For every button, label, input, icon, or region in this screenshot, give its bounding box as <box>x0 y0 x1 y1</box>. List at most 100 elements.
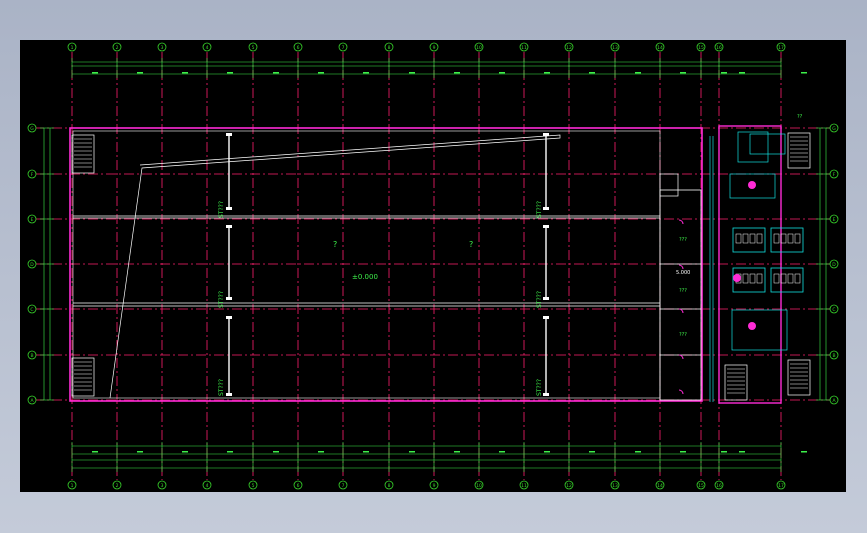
dimension-text-mark <box>635 451 641 453</box>
toilet-stall <box>742 273 749 284</box>
toilet-stall <box>773 273 780 284</box>
dimension-text-mark <box>499 451 505 453</box>
grid-bubble <box>474 480 484 490</box>
grid-bubble <box>610 42 620 52</box>
toilet-stall <box>787 273 794 284</box>
service-room <box>749 133 786 155</box>
grid-bubble <box>714 42 724 52</box>
stair <box>787 132 811 169</box>
grid-bubble-label: G <box>30 126 34 132</box>
column-cap <box>226 225 232 228</box>
fixture-dot <box>748 322 756 330</box>
stair <box>724 364 748 401</box>
dimension-text-mark <box>92 72 98 74</box>
grid-bubble <box>696 480 706 490</box>
grid-bubble <box>338 42 348 52</box>
grid-bubble-label: 9 <box>433 45 436 51</box>
toilet-stall <box>756 233 763 244</box>
door-swing <box>678 264 684 270</box>
grid-bubble-label: 14 <box>657 483 663 489</box>
grid-bubble <box>112 42 122 52</box>
grid-bubble-label: 9 <box>433 483 436 489</box>
dimension-text-mark <box>409 72 415 74</box>
toilet-block <box>770 227 804 253</box>
grid-bubble <box>564 42 574 52</box>
grid-bubble-label: 8 <box>388 45 391 51</box>
grid-bubble-label: C <box>832 307 835 313</box>
space-marker: ? <box>469 240 473 249</box>
grid-bubble <box>248 42 258 52</box>
column-cap <box>543 133 549 136</box>
column-cap <box>543 225 549 228</box>
grid-bubble <box>829 395 839 405</box>
grid-bubble-label: 12 <box>566 45 572 51</box>
grid-bubble-label: C <box>30 307 33 313</box>
grid-bubble-label: D <box>832 262 836 268</box>
grid-bubble-label: 11 <box>521 45 527 51</box>
dimension-text-mark <box>801 451 807 453</box>
stair <box>71 134 95 174</box>
dimension-text-mark <box>409 451 415 453</box>
grid-bubble <box>384 480 394 490</box>
dimension-text-mark <box>92 451 98 453</box>
level-mark: ±0.000 <box>352 273 378 281</box>
storage-label: ST??? <box>536 201 543 218</box>
grid-bubble-label: G <box>832 126 836 132</box>
grid-bubble <box>829 169 839 179</box>
grid-bubble <box>27 259 37 269</box>
column-cap <box>226 393 232 396</box>
grid-bubble-label: 11 <box>521 483 527 489</box>
grid-bubble-label: 16 <box>716 483 722 489</box>
grid-bubble <box>293 480 303 490</box>
column-cap <box>543 207 549 210</box>
grid-bubble <box>696 42 706 52</box>
grid-bubble <box>474 42 484 52</box>
grid-bubble <box>384 42 394 52</box>
grid-bubble <box>27 304 37 314</box>
column-cap <box>226 297 232 300</box>
grid-bubble-label: A <box>832 398 836 404</box>
toilet-stall <box>794 233 801 244</box>
grid-bubble <box>655 480 665 490</box>
storage-label: ST??? <box>536 379 543 396</box>
grid-bubble <box>293 42 303 52</box>
column-cap <box>226 133 232 136</box>
dimension-text-mark <box>273 72 279 74</box>
dimension-text-mark <box>227 451 233 453</box>
grid-bubble-label: 3 <box>161 45 164 51</box>
toilet-block <box>732 267 766 293</box>
grid-bubble <box>776 42 786 52</box>
toilet-stall <box>780 273 787 284</box>
grid-bubble <box>27 169 37 179</box>
dimension-text-mark <box>544 72 550 74</box>
grid-bubble-label: 4 <box>206 483 209 489</box>
stair <box>787 359 811 396</box>
door-swing <box>678 308 684 314</box>
column-cap <box>543 316 549 319</box>
grid-bubble <box>27 214 37 224</box>
dimension-text-mark <box>273 451 279 453</box>
grid-bubble <box>829 259 839 269</box>
grid-bubble-label: 16 <box>716 45 722 51</box>
dimension-text-mark <box>680 451 686 453</box>
toilet-block <box>770 267 804 293</box>
dimension-text-mark <box>454 451 460 453</box>
dimension-lines <box>40 58 830 472</box>
dimension-text-mark <box>739 451 745 453</box>
grid-bubble <box>564 480 574 490</box>
grid-bubble-label: E <box>833 217 836 223</box>
room-label: ??? <box>679 332 687 338</box>
service-room <box>737 131 769 163</box>
room-label: ??? <box>679 288 687 294</box>
grid-bubble-label: 13 <box>612 45 618 51</box>
grid-bubble-label: B <box>832 353 835 359</box>
storage-label: ST??? <box>218 291 225 308</box>
dimension-text-mark <box>544 451 550 453</box>
service-room <box>729 173 776 199</box>
column-cap <box>226 207 232 210</box>
grid-bubble <box>429 42 439 52</box>
side-rooms-wall <box>659 189 702 401</box>
grid-bubble <box>610 480 620 490</box>
dimension-text-mark <box>363 72 369 74</box>
